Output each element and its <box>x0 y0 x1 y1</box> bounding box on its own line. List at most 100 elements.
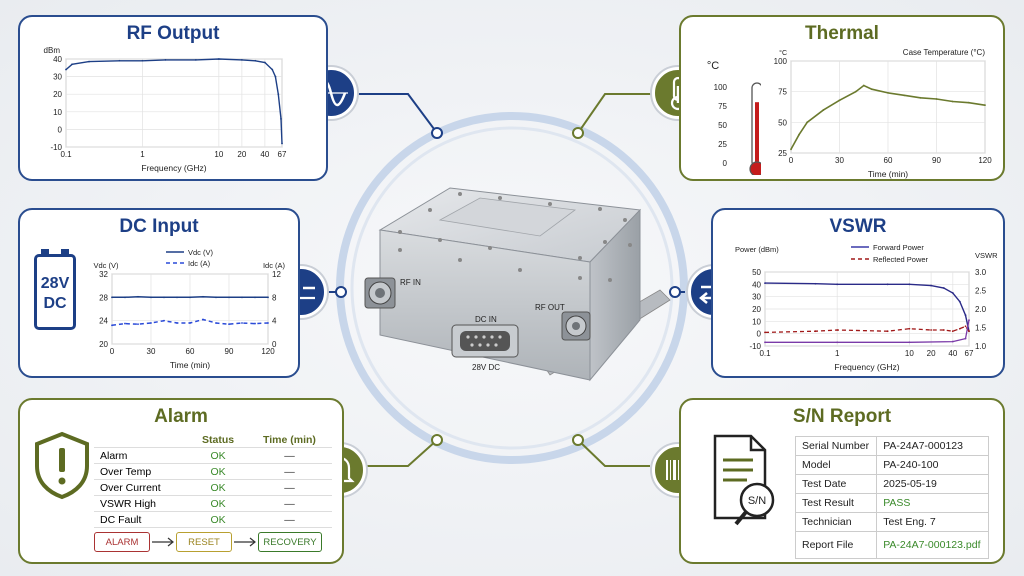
idc-line-point <box>176 322 178 324</box>
sn-key: Test Result <box>794 493 878 513</box>
alarm-title: Alarm <box>154 406 208 427</box>
vdc-line-point <box>215 296 217 299</box>
case-temperature-line-point <box>790 148 792 151</box>
y-right-tick-label: 0 <box>272 340 277 349</box>
case-temperature-line-point <box>935 98 938 100</box>
rf-output-line-point <box>217 58 220 60</box>
x-tick-label: 20 <box>927 349 936 358</box>
idc-line-point <box>267 322 269 324</box>
y-right-unit: VSWR <box>975 251 998 260</box>
case-temperature-line-point <box>806 121 809 124</box>
rf-output-line-point <box>277 93 280 96</box>
y-tick-label: -10 <box>749 342 761 351</box>
rf-output-line-point <box>141 59 144 62</box>
alarm-time: — <box>246 463 332 480</box>
forward-power-line-point <box>942 287 945 289</box>
sn-key: Serial Number <box>794 436 878 456</box>
idc-line-point <box>111 324 113 327</box>
case-temperature-line-point <box>870 88 873 91</box>
alarm-time-header: Time (min) <box>246 432 332 448</box>
vdc-line-point <box>241 296 243 299</box>
vswr-line <box>765 319 970 343</box>
vdc-line-point <box>228 296 230 299</box>
rf-output-line-point <box>118 59 121 62</box>
case-temperature-line-point <box>822 109 825 111</box>
alarm-time: — <box>246 479 332 496</box>
rf-output-line-point <box>65 68 67 71</box>
alarm-status-header: Status <box>189 432 247 448</box>
dc-in-label: DC IN <box>475 315 497 324</box>
idc-line-point <box>163 319 165 322</box>
sn-icon-label: S/N <box>748 495 766 507</box>
y-tick-label: 24 <box>99 317 108 326</box>
vdc-line-point <box>137 295 139 298</box>
alarm-name: Over Temp <box>94 463 190 480</box>
alarm-status: OK <box>189 463 247 480</box>
idc-line-point <box>215 322 217 324</box>
y-tick-label: 40 <box>53 55 62 64</box>
rf-output-line-point <box>274 75 277 78</box>
x-axis-label: Time (min) <box>170 360 210 370</box>
thermometer-bulb <box>749 161 761 175</box>
y-tick-label: 75 <box>778 88 787 97</box>
case-temperature-line-point <box>903 94 906 97</box>
rf-output-line-point <box>263 61 266 64</box>
thermometer-tick: 50 <box>718 121 727 130</box>
forward-power-line-point <box>930 284 932 287</box>
vswr-line-point <box>968 319 970 321</box>
x-tick-label: 30 <box>147 347 156 356</box>
y-right-tick-label: 12 <box>272 270 281 279</box>
rf-output-line-point <box>280 117 282 120</box>
case-temperature-line-point <box>887 91 889 94</box>
rf-output-line-point <box>194 58 197 61</box>
flow-alarm-box: ALARM <box>94 532 150 552</box>
x-tick-label: 0.1 <box>60 150 72 159</box>
sn-key: Model <box>794 455 878 475</box>
dc-input-title: DC Input <box>119 216 199 237</box>
idc-line-point <box>124 322 126 325</box>
sn-report-title: S/N Report <box>792 406 892 427</box>
thermometer-tick: 25 <box>718 140 727 149</box>
alarm-time: — <box>246 447 332 464</box>
reflected-power-line-point <box>814 330 817 333</box>
y-left-unit: Power (dBm) <box>735 245 779 254</box>
sn-key: Test Date <box>794 474 878 494</box>
thermometer-fill <box>755 102 759 167</box>
idc-line-point <box>241 322 243 324</box>
y-tick-label: 50 <box>778 118 787 127</box>
sn-value: PA-240-100 <box>876 455 989 475</box>
vswr-line-point <box>908 341 911 344</box>
y-unit-label: dBm <box>44 46 61 55</box>
vdc-line-point <box>267 296 269 299</box>
rf-output-line-point <box>254 59 257 62</box>
x-tick-label: 0 <box>789 156 794 165</box>
vdc-line-point <box>111 296 113 299</box>
vdc-line-point <box>150 296 152 299</box>
alarm-status: OK <box>189 495 247 512</box>
y-tick-label: 10 <box>752 317 761 326</box>
sn-value-link[interactable]: PA-24A7-000123.pdf <box>876 531 989 559</box>
y-left-unit: Vdc (V) <box>93 261 119 270</box>
y-tick-label: 20 <box>752 305 761 314</box>
battery-icon: 28V DC <box>34 249 76 330</box>
x-tick-label: 10 <box>905 349 914 358</box>
forward-power-line-point <box>958 300 961 303</box>
rf-output-line-point <box>281 142 283 145</box>
x-tick-label: 120 <box>261 347 275 356</box>
vdc-line-point <box>202 295 204 298</box>
vdc-line-point <box>189 296 191 299</box>
y-tick-label: 32 <box>99 270 108 279</box>
thermometer-unit: °C <box>707 60 719 72</box>
x-tick-label: 60 <box>186 347 195 356</box>
